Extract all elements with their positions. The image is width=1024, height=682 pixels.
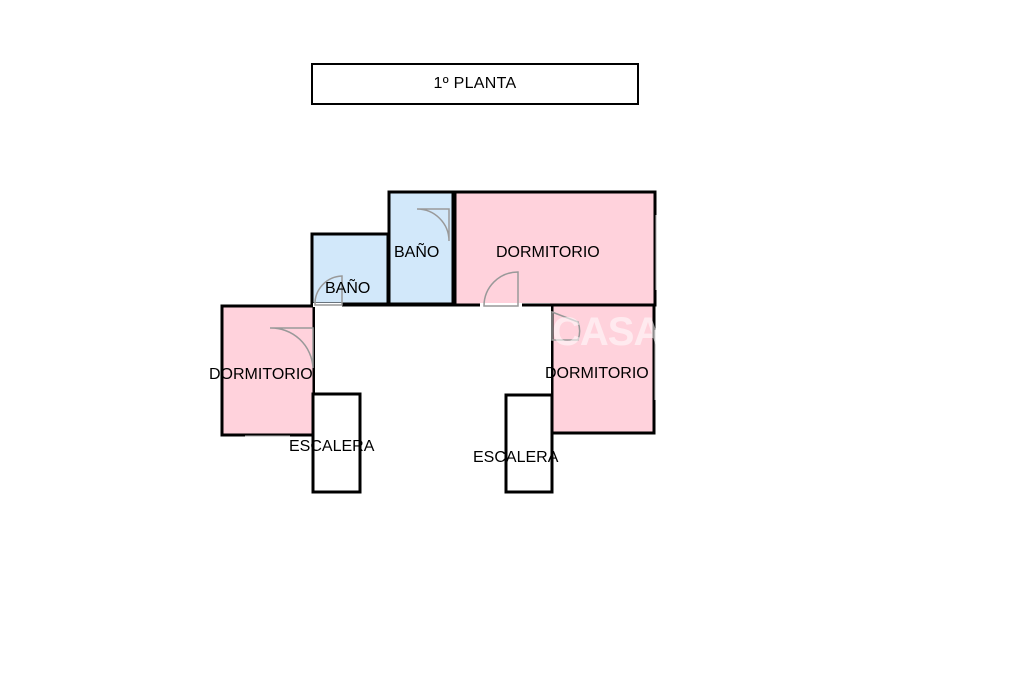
label-bano-top: BAÑO [394, 244, 440, 261]
bano-top-room [387, 190, 455, 306]
dormitorio-top-room [453, 190, 657, 307]
label-bano-left: BAÑO [325, 280, 371, 297]
floor-title-text: 1º PLANTA [433, 75, 517, 92]
label-dormitorio-right: DORMITORIO [545, 365, 649, 382]
escalera-right [504, 393, 554, 494]
watermark-logo: CASA [552, 310, 662, 354]
label-escalera-right: ESCALERA [473, 449, 559, 466]
dormitorio-right-room [550, 303, 656, 435]
label-dormitorio-left: DORMITORIO [209, 366, 313, 383]
window-marks [245, 215, 657, 437]
door-swings [269, 208, 581, 369]
label-dormitorio-top: DORMITORIO [496, 244, 600, 261]
label-escalera-left: ESCALERA [289, 438, 375, 455]
floor-title: 1º PLANTA [311, 63, 639, 105]
escalera-left [311, 392, 362, 494]
